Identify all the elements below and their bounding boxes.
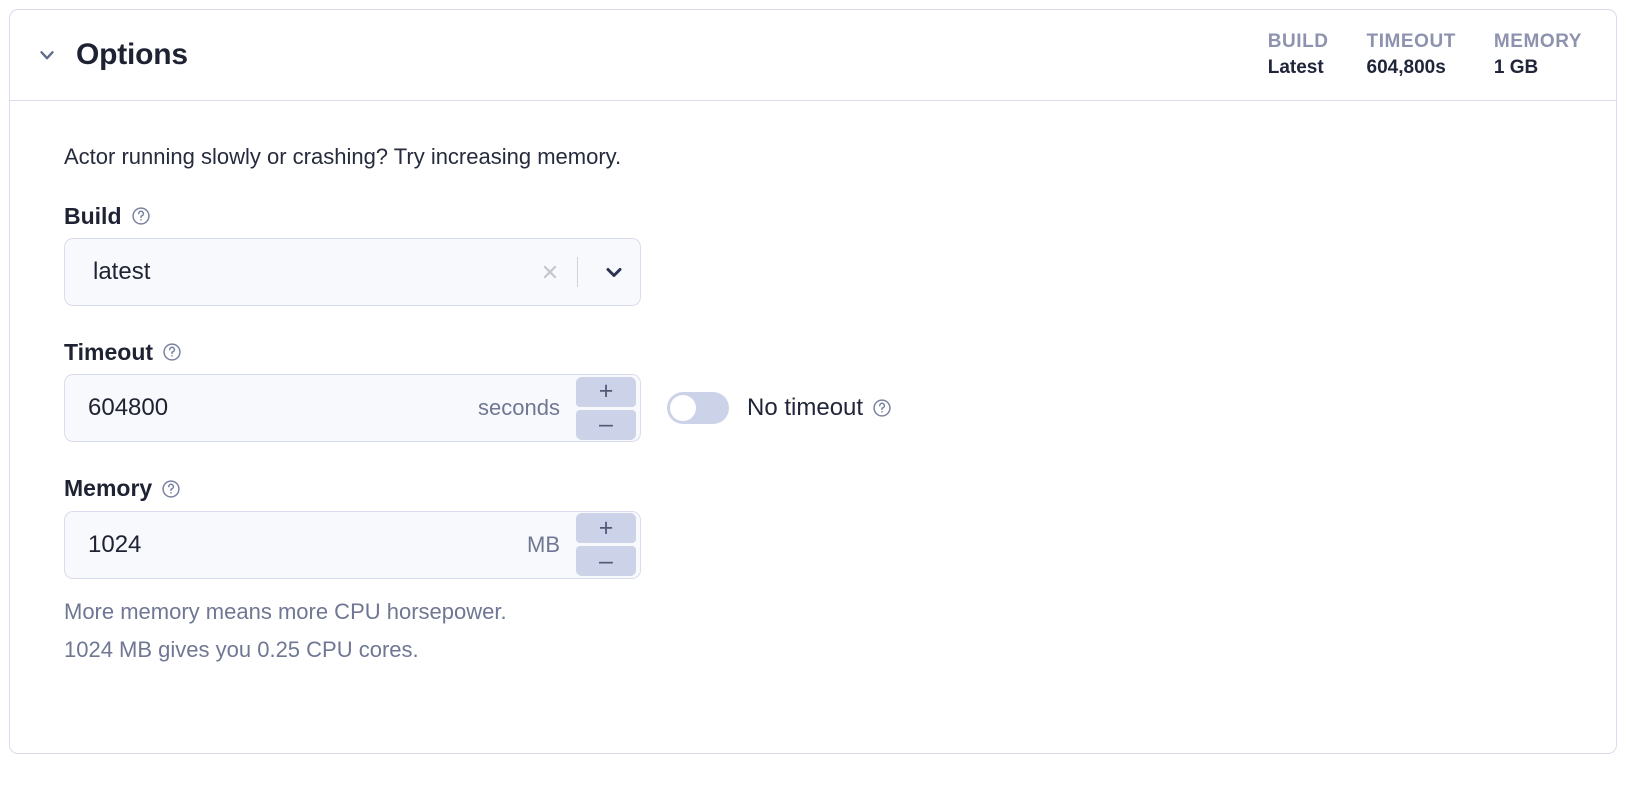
build-select-value: latest (93, 258, 151, 286)
memory-input[interactable] (65, 530, 527, 559)
close-icon[interactable] (533, 255, 567, 289)
timeout-decrement-button[interactable]: – (576, 409, 636, 440)
stat-timeout-value: 604,800s (1366, 57, 1446, 78)
memory-field-label: Memory (64, 475, 1592, 501)
stat-build-value: Latest (1267, 57, 1324, 78)
card-header: Options BUILD Latest TIMEOUT 604,800s ME… (10, 10, 1616, 101)
stat-timeout: TIMEOUT 604,800s (1367, 29, 1456, 80)
page-title: Options (76, 38, 188, 71)
select-separator (577, 257, 578, 288)
memory-decrement-button[interactable]: – (576, 546, 636, 577)
build-select[interactable]: latest (64, 238, 641, 307)
help-circle-icon[interactable] (161, 479, 181, 499)
help-circle-icon[interactable] (131, 206, 151, 226)
timeout-unit: seconds (478, 395, 560, 421)
timeout-stepper: + – (576, 376, 640, 440)
memory-hint-line-1: More memory means more CPU horsepower. (64, 598, 507, 624)
intro-text: Actor running slowly or crashing? Try in… (64, 144, 622, 169)
no-timeout-group: No timeout (667, 392, 892, 425)
memory-number-control[interactable]: MB + – (64, 510, 641, 579)
timeout-label: Timeout (64, 339, 154, 366)
chevron-down-icon[interactable] (34, 42, 60, 68)
memory-hint-line-2: 1024 MB gives you 0.25 CPU cores. (64, 636, 419, 662)
memory-unit: MB (527, 531, 560, 557)
toggle-knob (670, 395, 696, 422)
build-field-label: Build (64, 203, 1592, 229)
stat-build-label: BUILD (1267, 31, 1329, 53)
timeout-increment-button[interactable]: + (576, 376, 636, 407)
memory-stepper: + – (576, 513, 640, 577)
stat-memory: MEMORY 1 GB (1494, 29, 1582, 80)
header-stats: BUILD Latest TIMEOUT 604,800s MEMORY 1 G… (1268, 29, 1590, 80)
build-label: Build (64, 202, 122, 229)
memory-hint: More memory means more CPU horsepower. 1… (64, 593, 1592, 669)
stat-memory-label: MEMORY (1493, 31, 1582, 53)
timeout-number-control[interactable]: seconds + – (64, 374, 641, 443)
timeout-row: seconds + – No timeout (64, 374, 1592, 443)
card-body: Actor running slowly or crashing? Try in… (10, 101, 1616, 669)
card-header-left: Options (34, 40, 188, 70)
help-circle-icon[interactable] (872, 398, 892, 418)
memory-label: Memory (64, 475, 153, 502)
stat-memory-value: 1 GB (1493, 57, 1539, 78)
stat-timeout-label: TIMEOUT (1366, 31, 1456, 53)
timeout-input[interactable] (65, 394, 479, 423)
chevron-down-icon[interactable] (592, 252, 636, 292)
help-circle-icon[interactable] (162, 342, 182, 362)
options-card: Options BUILD Latest TIMEOUT 604,800s ME… (9, 9, 1617, 754)
stat-build: BUILD Latest (1268, 29, 1329, 80)
no-timeout-label-group: No timeout (747, 396, 892, 420)
memory-row: MB + – (64, 510, 1592, 579)
timeout-field-label: Timeout (64, 339, 1592, 365)
memory-increment-button[interactable]: + (576, 513, 636, 544)
no-timeout-label: No timeout (747, 394, 864, 422)
no-timeout-toggle[interactable] (667, 392, 729, 425)
